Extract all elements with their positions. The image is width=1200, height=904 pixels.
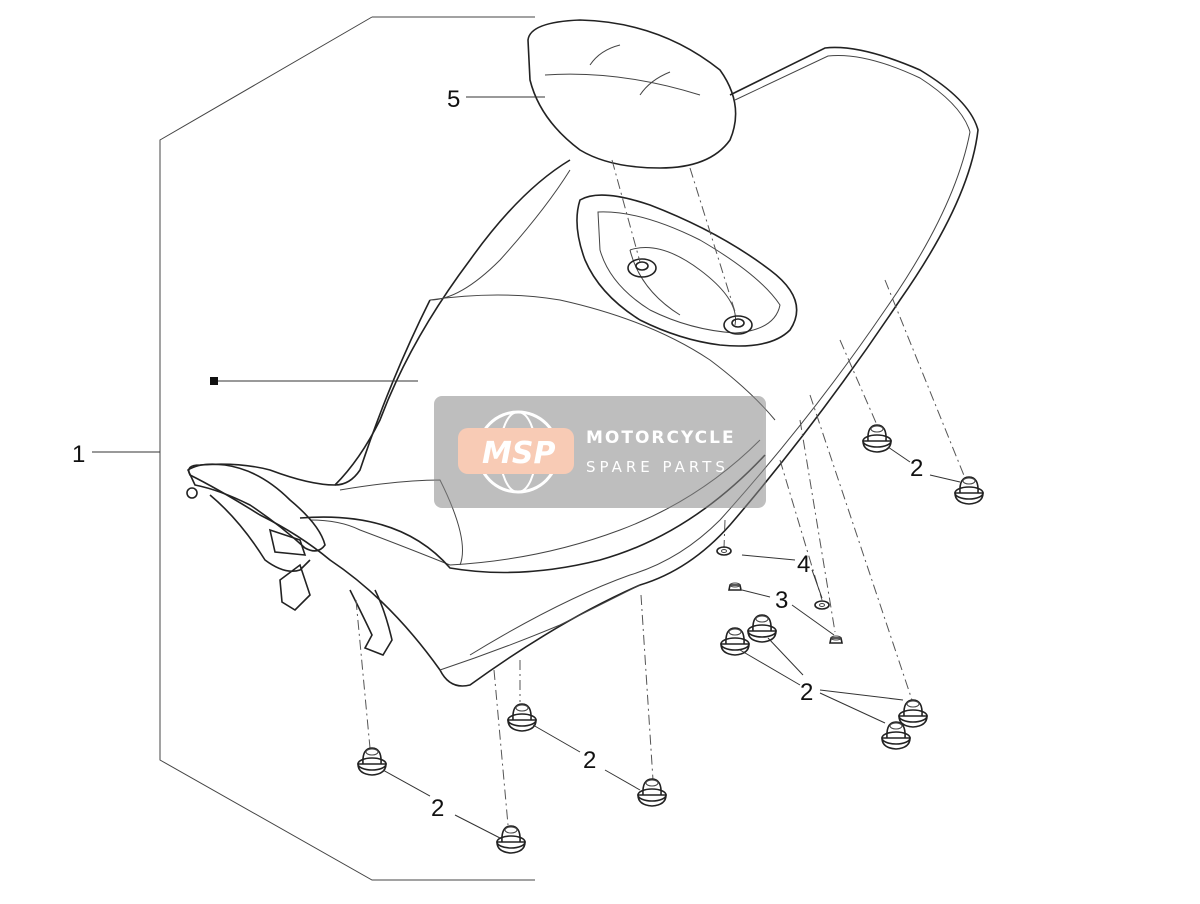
grommet-7 <box>507 703 537 732</box>
main-seat <box>186 46 979 687</box>
callout-4: 4 <box>797 551 810 578</box>
callout-2-front: 2 <box>431 795 444 822</box>
callout-labels: 1 5 2 4 3 2 2 2 <box>72 86 923 822</box>
callout-2-mid: 2 <box>583 747 596 774</box>
assembly-bracket <box>92 16 535 881</box>
callout-leaders <box>216 380 961 839</box>
callout-5: 5 <box>447 86 460 113</box>
assembly-lines <box>355 159 966 826</box>
grommet-5 <box>898 699 928 728</box>
grommet-9 <box>357 747 387 776</box>
washer-2 <box>814 600 830 610</box>
msp-logo-badge <box>458 428 574 474</box>
passenger-cushion <box>466 19 737 169</box>
callout-3: 3 <box>775 587 788 614</box>
grommet-8 <box>637 778 667 807</box>
watermark-brand: MOTORCYCLE <box>586 428 736 448</box>
set-marker-square <box>210 377 218 385</box>
washer-1 <box>716 546 732 556</box>
passenger-recess <box>576 194 798 347</box>
callout-2-rear: 2 <box>910 455 923 482</box>
nut-2 <box>829 635 843 644</box>
callout-2-side: 2 <box>800 679 813 706</box>
grommet-3 <box>720 627 750 656</box>
grommet-10 <box>496 825 526 854</box>
grommet-1 <box>862 424 892 453</box>
watermark-panel <box>434 396 766 508</box>
watermark: MSP MOTORCYCLE SPARE PARTS <box>434 396 766 508</box>
watermark-logo-text: MSP <box>482 436 555 471</box>
watermark-subtitle: SPARE PARTS <box>586 458 729 476</box>
washers <box>716 546 830 610</box>
grommet-2 <box>954 476 984 505</box>
callout-1: 1 <box>72 441 85 468</box>
grommet-4 <box>747 614 777 643</box>
nut-1 <box>728 582 742 591</box>
